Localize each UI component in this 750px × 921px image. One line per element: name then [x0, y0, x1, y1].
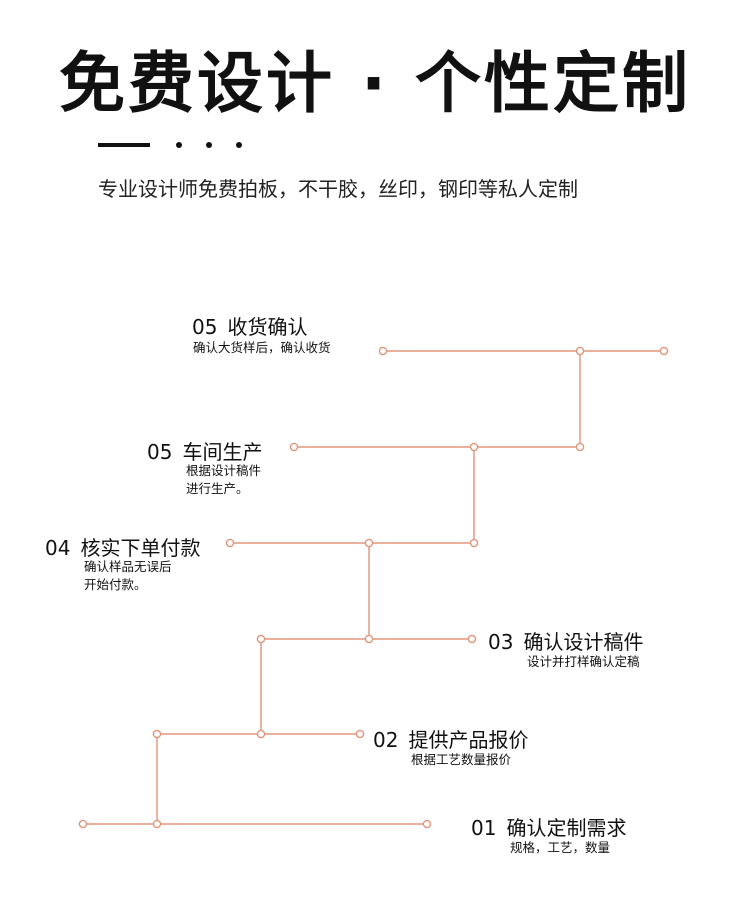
step-desc-confirm-requirements: 规格，工艺，数量: [510, 840, 611, 855]
step-title-confirm-requirements: 01 确认定制需求: [471, 812, 626, 841]
decorative-dot: [206, 142, 212, 148]
step-desc-workshop-production: 根据设计稿件 进行生产。: [186, 463, 262, 496]
step-title-confirm-design: 03 确认设计稿件: [488, 626, 643, 655]
step-number: 04: [45, 536, 71, 560]
step-name: 车间生产: [182, 440, 263, 464]
node-circle: [378, 346, 388, 356]
node-circle: [467, 634, 477, 644]
node-circle: [355, 729, 365, 739]
step-name: 核实下单付款: [80, 536, 201, 560]
step-name: 确认设计稿件: [523, 630, 644, 654]
step-number: 01: [471, 816, 497, 840]
node-circle: [364, 634, 374, 644]
step-desc-verify-payment: 确认样品无误后 开始付款。: [84, 559, 172, 592]
node-circle: [289, 442, 299, 452]
step-name: 提供产品报价: [408, 728, 529, 752]
step-title-receive-confirm: 05 收货确认: [192, 311, 307, 340]
step-desc-confirm-design: 设计并打样确认定稿: [527, 654, 640, 669]
step-name: 收货确认: [227, 315, 308, 339]
node-circle: [152, 729, 162, 739]
step-desc-receive-confirm: 确认大货样后，确认收货: [193, 340, 331, 355]
node-circle: [78, 819, 88, 829]
step-title-product-quote: 02 提供产品报价: [373, 724, 528, 753]
node-circle: [364, 538, 374, 548]
step-number: 03: [488, 630, 514, 654]
node-circle: [659, 346, 669, 356]
step-title-workshop-production: 05 车间生产: [147, 436, 262, 465]
title-underline-dash: [98, 143, 150, 147]
step-number: 05: [147, 440, 173, 464]
node-circle: [469, 442, 479, 452]
node-circle: [225, 538, 235, 548]
node-circle: [256, 634, 266, 644]
page-subtitle: 专业设计师免费拍板，不干胶，丝印，钢印等私人定制: [98, 177, 578, 201]
node-circle: [575, 442, 585, 452]
node-circle: [256, 729, 266, 739]
step-number: 05: [192, 315, 218, 339]
step-name: 确认定制需求: [506, 816, 627, 840]
step-number: 02: [373, 728, 399, 752]
decorative-dot: [176, 142, 182, 148]
node-circle: [152, 819, 162, 829]
step-title-verify-payment: 04 核实下单付款: [45, 532, 200, 561]
step-desc-product-quote: 根据工艺数量报价: [411, 752, 512, 767]
decorative-dot: [236, 142, 242, 148]
node-circle: [422, 819, 432, 829]
node-circle: [575, 346, 585, 356]
node-circle: [469, 538, 479, 548]
page-title: 免费设计 · 个性定制: [58, 45, 692, 122]
